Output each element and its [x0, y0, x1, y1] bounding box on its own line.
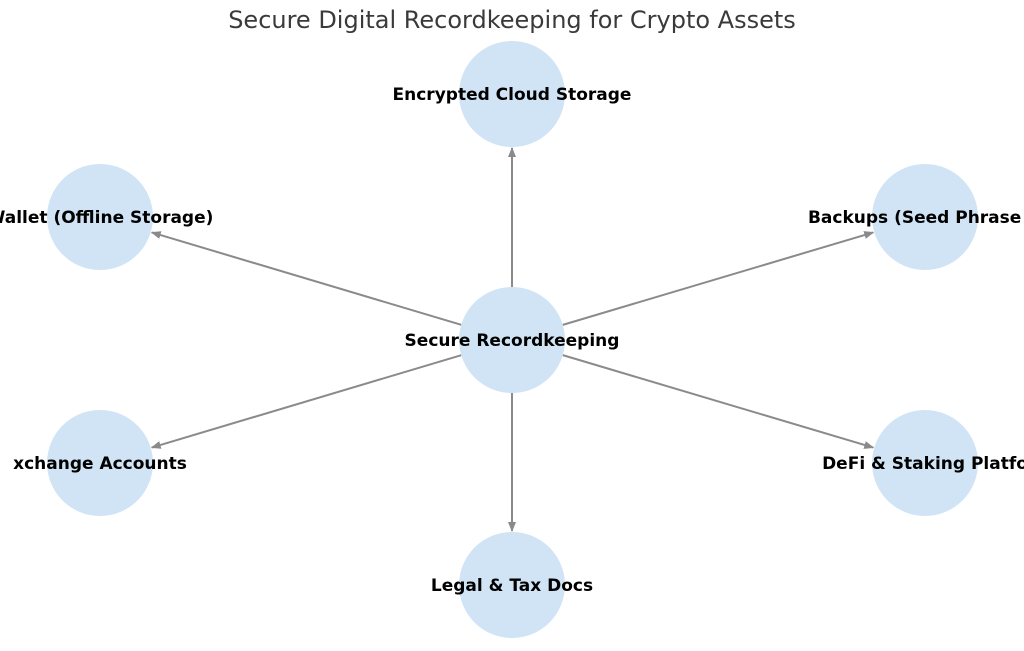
node-exchange-label: xchange Accounts [13, 454, 187, 474]
nodes-layer: Secure Recordkeeping Encrypted Cloud Stor… [0, 41, 1024, 638]
node-exchange-circle [47, 410, 153, 516]
node-legal-circle [459, 532, 565, 638]
node-wallet-label: Wallet (Offline Storage) [0, 208, 213, 228]
node-backups-label: Backups (Seed Phrase & [808, 208, 1024, 228]
node-wallet: Wallet (Offline Storage) [0, 164, 213, 270]
node-defi-circle [872, 410, 978, 516]
node-defi-label: DeFi & Staking Platfo [822, 454, 1024, 474]
node-backups-circle [872, 164, 978, 270]
diagram-title: Secure Digital Recordkeeping for Crypto … [228, 6, 796, 34]
node-center-label: Secure Recordkeeping [405, 331, 620, 351]
node-cloud-circle [459, 41, 565, 147]
edge-defi [562, 354, 875, 449]
node-wallet-circle [47, 164, 153, 270]
node-cloud: Encrypted Cloud Storage [393, 41, 632, 147]
node-legal-label: Legal & Tax Docs [431, 576, 593, 596]
node-center: Secure Recordkeeping [405, 287, 620, 393]
node-cloud-label: Encrypted Cloud Storage [393, 85, 632, 105]
edges-layer [150, 147, 875, 532]
node-legal: Legal & Tax Docs [431, 532, 593, 638]
edge-exchange [150, 354, 462, 449]
node-defi: DeFi & Staking Platfo [822, 410, 1024, 516]
node-exchange: xchange Accounts [13, 410, 187, 516]
node-backups: Backups (Seed Phrase & [808, 164, 1024, 270]
edge-wallet [150, 231, 462, 326]
edge-backups [562, 231, 875, 326]
node-center-circle [459, 287, 565, 393]
